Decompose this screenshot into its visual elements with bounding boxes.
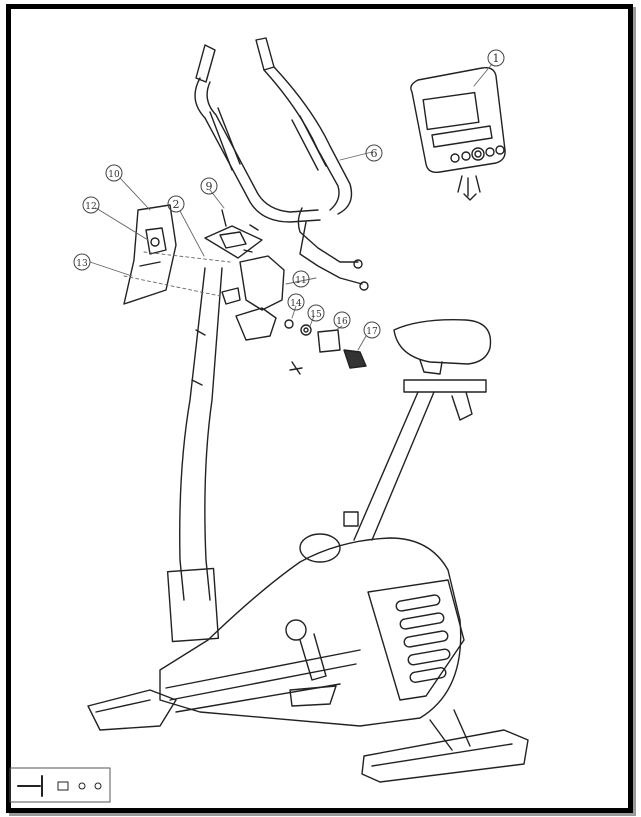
rear-stabilizer bbox=[361, 709, 529, 783]
callout-11: 11 bbox=[295, 276, 306, 286]
mounting-plate-part bbox=[204, 209, 263, 259]
post-cover-part bbox=[123, 204, 177, 305]
callout-12: 12 bbox=[85, 202, 96, 212]
small-parts bbox=[284, 319, 367, 375]
bracket-part bbox=[221, 255, 285, 341]
callout-14: 14 bbox=[290, 299, 302, 309]
callout-1: 1 bbox=[493, 52, 500, 65]
legend-box bbox=[9, 767, 111, 803]
callout-16: 16 bbox=[336, 317, 348, 327]
callout-15: 15 bbox=[310, 310, 322, 320]
callout-10: 10 bbox=[108, 170, 120, 180]
callout-2: 2 bbox=[173, 198, 180, 211]
callout-17: 17 bbox=[366, 327, 378, 337]
front-stabilizer bbox=[87, 689, 177, 731]
callout-6: 6 bbox=[371, 147, 378, 160]
callout-13: 13 bbox=[76, 259, 88, 269]
callout-circles bbox=[73, 49, 505, 339]
leader-lines bbox=[89, 63, 493, 351]
callout-9: 9 bbox=[206, 180, 213, 193]
upright-post bbox=[166, 267, 223, 643]
callout-labels: 1 2 6 9 10 11 12 13 14 15 16 17 bbox=[76, 52, 499, 337]
handlebar-part bbox=[194, 37, 369, 291]
console-part bbox=[410, 66, 506, 201]
seat-assembly bbox=[343, 319, 492, 541]
bike-body bbox=[159, 533, 465, 727]
